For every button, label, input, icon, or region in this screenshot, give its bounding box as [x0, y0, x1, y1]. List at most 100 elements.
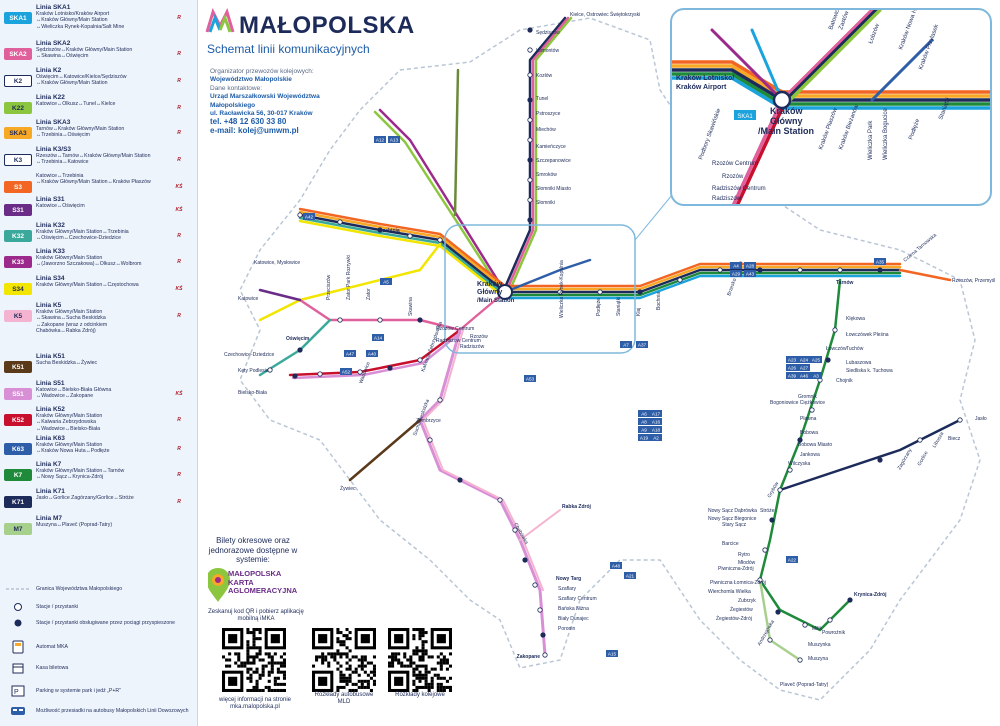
line-k22[interactable] — [373, 110, 504, 294]
station-stop[interactable] — [532, 582, 538, 588]
station-stop[interactable] — [427, 437, 433, 443]
bus-line-badge[interactable]: A22 — [786, 556, 798, 563]
station-stop[interactable] — [292, 373, 298, 379]
station-stop[interactable] — [762, 547, 768, 553]
station-stop[interactable] — [775, 609, 781, 615]
bus-line-badge[interactable]: A17 — [650, 410, 662, 417]
bus-line-badge[interactable]: A29 — [730, 270, 742, 277]
bus-line-badge[interactable]: A47 — [344, 350, 356, 357]
station-stop[interactable] — [527, 97, 533, 103]
station-stop[interactable] — [357, 369, 363, 375]
bus-line-badge[interactable]: A26 — [786, 364, 798, 371]
line-s31[interactable] — [258, 288, 302, 302]
station-stop[interactable] — [787, 467, 793, 473]
station-stop[interactable] — [542, 652, 548, 658]
bus-line-badge[interactable]: A40 — [366, 350, 378, 357]
inset-south-line-2[interactable] — [735, 98, 788, 206]
station-stop[interactable] — [837, 267, 843, 273]
station-stop[interactable] — [337, 219, 343, 225]
station-stop[interactable] — [809, 407, 815, 413]
station-stop[interactable] — [757, 267, 763, 273]
station-stop[interactable] — [767, 637, 773, 643]
station-stop[interactable] — [527, 157, 533, 163]
station-stop[interactable] — [297, 347, 303, 353]
bus-line-badge[interactable]: A46 — [798, 372, 810, 379]
station-stop[interactable] — [497, 497, 503, 503]
bus-line-badge[interactable]: A14 — [372, 334, 384, 341]
station-stop[interactable] — [597, 289, 603, 295]
bus-line-badge[interactable]: A4 — [730, 262, 742, 269]
station-stop[interactable] — [457, 477, 463, 483]
bus-line-badge[interactable]: A9 — [638, 426, 650, 433]
station-stop[interactable] — [527, 177, 533, 183]
bus-line-badge[interactable]: A25 — [810, 356, 822, 363]
bus-line-badge[interactable]: A5 — [380, 278, 392, 285]
line-east[interactable] — [503, 265, 902, 291]
inset-airport-line[interactable] — [750, 28, 784, 102]
bus-line-badge[interactable]: A19 — [638, 434, 650, 441]
bus-line-badge[interactable]: A52 — [340, 368, 352, 375]
line-k5[interactable] — [422, 329, 544, 591]
bus-line-badge[interactable]: A7 — [620, 341, 632, 348]
line-north[interactable] — [501, 16, 567, 294]
line-west[interactable] — [298, 219, 507, 300]
inset-main-line[interactable] — [672, 64, 992, 98]
station-stop[interactable] — [877, 267, 883, 273]
station-stop[interactable] — [717, 267, 723, 273]
bus-line-badge[interactable]: A48 — [610, 562, 622, 569]
inset-north-line[interactable] — [788, 10, 882, 102]
line-rabka[interactable] — [519, 509, 561, 541]
station-stop[interactable] — [267, 367, 273, 373]
station-stop[interactable] — [522, 557, 528, 563]
station-stop[interactable] — [557, 289, 563, 295]
line-west[interactable] — [298, 207, 507, 288]
qr-code-imka[interactable] — [222, 628, 286, 692]
bus-line-badge[interactable]: A13 — [388, 136, 400, 143]
line-east[interactable] — [503, 274, 902, 300]
station-stop[interactable] — [540, 632, 546, 638]
station-stop[interactable] — [437, 397, 443, 403]
station-stop[interactable] — [797, 657, 803, 663]
line-north[interactable] — [507, 16, 573, 294]
bus-line-badge[interactable]: A24 — [798, 356, 810, 363]
office-email[interactable]: e-mail: kolej@umwm.pl — [210, 125, 299, 135]
station-stop[interactable] — [537, 607, 543, 613]
inset-south-line[interactable] — [731, 98, 784, 206]
station-stop[interactable] — [437, 237, 443, 243]
line-k5-s51[interactable] — [418, 328, 547, 657]
bus-line-badge[interactable]: A53 — [524, 375, 536, 382]
station-stop[interactable] — [527, 27, 533, 33]
line-east[interactable] — [503, 271, 902, 297]
line-k71[interactable] — [778, 418, 962, 492]
bus-line-badge[interactable]: A28 — [744, 262, 756, 269]
station-stop[interactable] — [757, 577, 763, 583]
bus-line-badge[interactable]: A27 — [798, 364, 810, 371]
inset-main-line[interactable] — [672, 76, 992, 110]
bus-line-badge[interactable]: A42 — [303, 213, 315, 220]
bus-line-badge[interactable]: A3 — [810, 372, 822, 379]
station-stop[interactable] — [407, 233, 413, 239]
inset-north-line[interactable] — [780, 10, 874, 102]
station-stop[interactable] — [317, 371, 323, 377]
bus-line-badge[interactable]: A6 — [638, 410, 650, 417]
station-stop[interactable] — [802, 622, 808, 628]
station-stop[interactable] — [527, 197, 533, 203]
station-stop[interactable] — [832, 327, 838, 333]
station-stop[interactable] — [527, 72, 533, 78]
bus-line-badge[interactable]: A2 — [650, 434, 662, 441]
qr-code-rail[interactable] — [388, 628, 452, 692]
line-s34[interactable] — [258, 242, 442, 322]
station-stop[interactable] — [527, 117, 533, 123]
station-stop[interactable] — [297, 212, 303, 218]
station-stop[interactable] — [957, 417, 963, 423]
bus-line-badge[interactable]: A16 — [650, 418, 662, 425]
line-k7[interactable] — [758, 278, 852, 632]
inset-north-line[interactable] — [784, 10, 878, 102]
bus-line-badge[interactable]: A39 — [786, 372, 798, 379]
inset-k63[interactable] — [870, 38, 934, 102]
inset-krakow-hub[interactable] — [772, 90, 792, 110]
station-stop[interactable] — [417, 317, 423, 323]
